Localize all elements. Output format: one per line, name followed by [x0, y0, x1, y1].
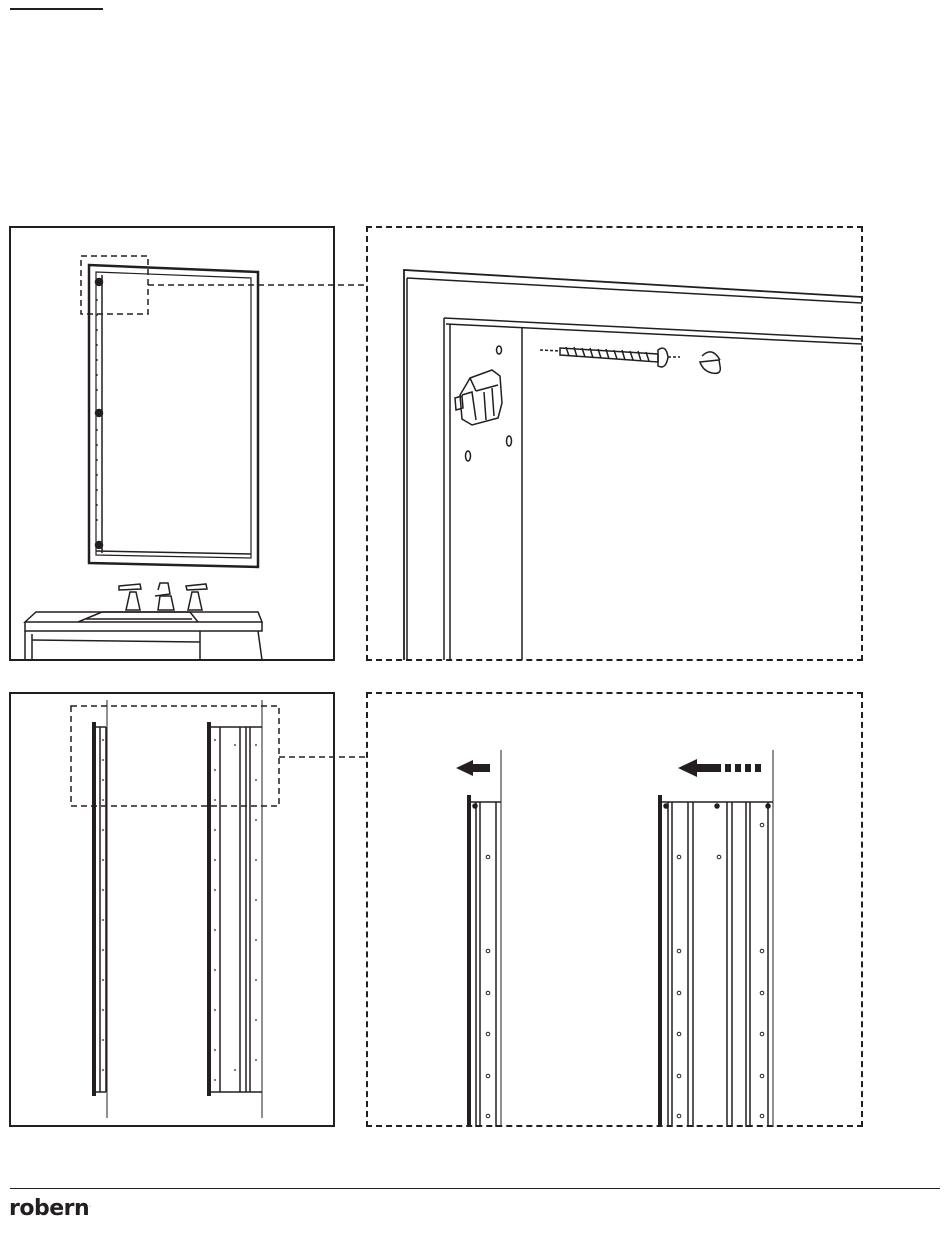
footer-divider [10, 1188, 940, 1189]
brand-name: robern [9, 1196, 89, 1221]
faucet-icon [119, 583, 207, 610]
right-rail-icon [207, 722, 262, 1096]
arrow-left-icon [456, 760, 490, 776]
left-rail-icon [92, 722, 106, 1096]
arrow-left-dotted-icon [678, 759, 761, 777]
right-rail-detail-icon [658, 795, 773, 1127]
robern-logo: robern. [9, 1196, 91, 1221]
left-rail-detail-icon [467, 795, 501, 1127]
brand-mark: . [89, 1202, 90, 1209]
mirror-icon [89, 265, 258, 567]
detail-callout-box-2 [71, 706, 279, 806]
clip-bracket-icon [455, 370, 502, 425]
screw-icon [540, 347, 720, 373]
frame-corner-detail [404, 270, 862, 660]
vanity-icon [25, 612, 262, 660]
